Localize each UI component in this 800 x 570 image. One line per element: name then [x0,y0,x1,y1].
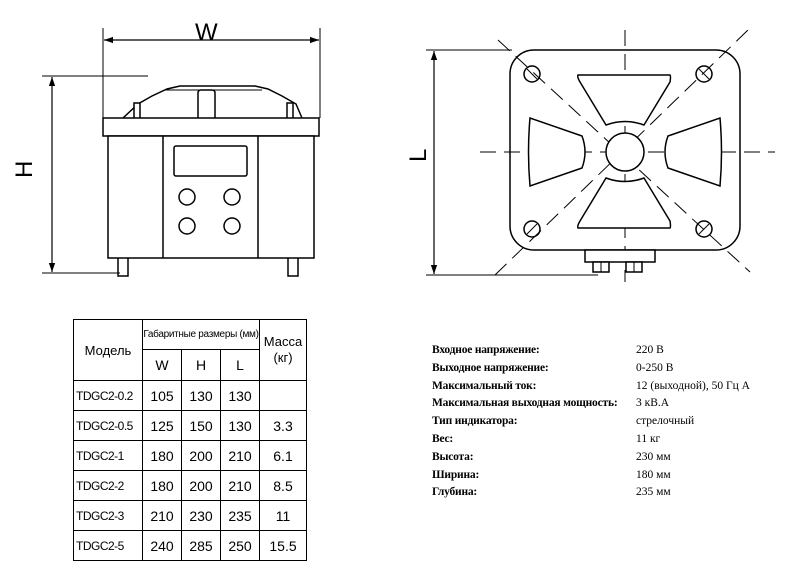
cell-h: 150 [181,410,221,441]
cell-l: 250 [220,530,260,561]
spec-label: Максимальная выходная мощность: [432,397,618,410]
spec-label: Вес: [432,432,454,445]
header-w: W [142,349,182,381]
cell-model: TDGC2-0.2 [73,380,143,411]
table-row: TDGC2-1 180 200 210 6.1 [73,440,307,471]
header-mass-line1: Масса [263,334,303,349]
cell-model: TDGC2-3 [73,500,143,531]
cell-l: 235 [220,500,260,531]
cell-w: 180 [142,470,182,501]
spec-value: 220 В [636,344,664,356]
cell-mass [259,380,307,411]
cell-h: 130 [181,380,221,411]
cell-h: 230 [181,500,221,531]
cell-mass: 3.3 [259,410,307,441]
cell-h: 200 [181,440,221,471]
spec-value: 12 (выходной), 50 Гц А [636,379,750,392]
spec-value: 11 кг [636,432,661,445]
header-mass: Масса (кг) [259,319,307,381]
spec-value: стрелочный [636,415,695,428]
table-row: TDGC2-3 210 230 235 11 [73,500,307,531]
cell-mass: 8.5 [259,470,307,501]
cell-w: 180 [142,440,182,471]
width-dimension-label: W [195,19,218,46]
spec-value: 230 мм [636,450,671,463]
cell-model: TDGC2-1 [73,440,143,471]
cell-l: 210 [220,440,260,471]
spec-label: Высота: [432,450,474,463]
technical-drawing: W H L [11,19,775,282]
header-model: Модель [73,319,143,381]
table-row: TDGC2-0.5 125 150 130 3.3 [73,410,307,441]
table-subheader-row: W H L [74,349,307,381]
header-l: L [220,349,260,381]
dimensions-table: Модель Габаритные размеры (мм) Масса (кг… [73,319,307,561]
spec-label: Тип индикатора: [432,415,518,428]
header-h: H [181,349,221,381]
spec-value: 0-250 В [636,361,674,374]
cell-mass: 15.5 [259,530,307,561]
front-view-drawing [42,28,321,277]
cell-l: 130 [220,410,260,441]
cell-w: 105 [142,380,182,411]
table-header-row: Модель Габаритные размеры (мм) Масса (кг… [73,319,307,381]
cell-w: 125 [142,410,182,441]
cell-mass: 11 [259,500,307,531]
spec-label: Ширина: [432,468,480,481]
top-view-drawing [426,29,775,282]
cell-h: 285 [181,530,221,561]
table-row: TDGC2-5 240 285 250 15.5 [73,530,307,561]
cell-model: TDGC2-0.5 [73,410,143,441]
spec-label: Максимальный ток: [432,379,537,392]
length-dimension-label: L [405,149,432,162]
header-dimensions-group: Габаритные размеры (мм) [142,319,260,350]
spec-value: 180 мм [636,468,671,481]
cell-w: 210 [142,500,182,531]
spec-label: Выходное напряжение: [432,361,549,374]
cell-mass: 6.1 [259,440,307,471]
table-row: TDGC2-2 180 200 210 8.5 [73,470,307,501]
cell-l: 210 [220,470,260,501]
cell-h: 200 [181,470,221,501]
spec-label: Входное напряжение: [432,344,540,356]
cell-l: 130 [220,380,260,411]
cell-model: TDGC2-2 [73,470,143,501]
spec-label: Глубина: [432,486,478,499]
height-dimension-label: H [11,161,38,178]
cell-model: TDGC2-5 [73,530,143,561]
spec-value: 235 мм [636,486,671,499]
header-mass-line2: (кг) [273,350,293,365]
cell-w: 240 [142,530,182,561]
spec-value: 3 кВ.А [636,397,670,410]
table-row: TDGC2-0.2 105 130 130 [73,380,307,411]
